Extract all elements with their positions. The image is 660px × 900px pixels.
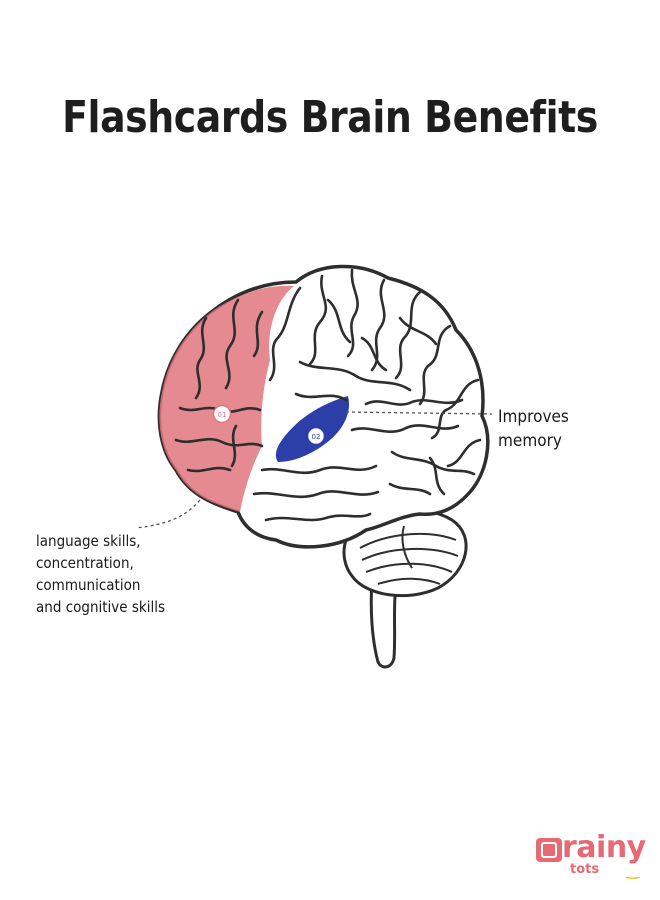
marker-01-label: 01 [218,411,227,419]
leader-line-memory [345,411,493,415]
logo-b-icon [536,838,562,862]
frontal-region [159,285,294,512]
logo-sub-text: tots [570,862,600,877]
page-title: Flashcards Brain Benefits [62,92,598,143]
callout-language-line-1: language skills, [36,532,141,550]
callout-language-line-4: and cognitive skills [36,598,166,616]
cerebellum [342,508,468,598]
smile-icon: ‿ [626,860,640,879]
callout-language: language skills, concentration, communic… [36,530,165,618]
brand-logo: rainy tots ‿ [534,830,646,882]
leader-line-language [135,499,201,529]
callout-memory: Improves memory [498,405,569,453]
callout-language-line-2: concentration, [36,554,134,572]
brain-stem [369,575,400,669]
logo-brand-text: rainy [562,830,646,865]
marker-02: 02 [306,426,326,446]
marker-02-label: 02 [312,433,321,441]
marker-01: 01 [212,404,232,424]
callout-memory-line-1: Improves [498,407,569,427]
callout-language-line-3: communication [36,576,141,594]
callout-memory-line-2: memory [498,431,562,451]
